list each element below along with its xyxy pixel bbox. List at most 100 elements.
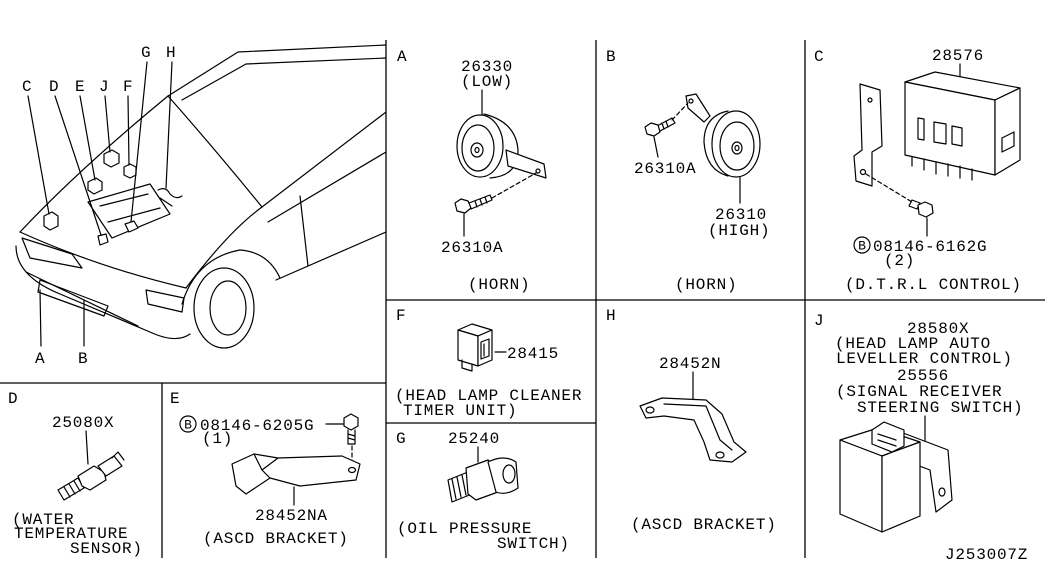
car-hood-left-edge [19, 95, 169, 233]
panel-caption: (D.T.R.L CONTROL) [845, 276, 1022, 294]
leader-line-e [79, 95, 96, 181]
part-number[interactable]: 25240 [448, 430, 500, 448]
bracket-plate [231, 453, 361, 495]
callout-f[interactable]: F [123, 78, 133, 96]
bolt-part-number[interactable]: 26310A [634, 160, 696, 178]
component-c-marker [43, 211, 59, 231]
car-beltline [267, 151, 387, 223]
horn-diaphragm-ring [461, 124, 495, 172]
leader-line [85, 430, 89, 465]
part-number[interactable]: 28452NA [255, 507, 328, 525]
callout-a[interactable]: A [35, 350, 45, 368]
panel-c: C 28576 B 08146-6162G (2) (D.T.R.L CONTR… [814, 47, 1022, 294]
bolt-symbol-circle [853, 236, 871, 254]
panel-caption: (ASCD BRACKET) [631, 516, 777, 534]
panel-letter: D [8, 390, 18, 408]
callout-d[interactable]: D [49, 78, 59, 96]
bracket-hole [645, 406, 655, 414]
car-engine-outline [87, 183, 171, 239]
car-wheel-rim [209, 280, 247, 336]
bracket-fold-line [663, 403, 733, 451]
panel-caption-line: TEMPERATURE [14, 525, 128, 543]
assembly-dashed-line [491, 172, 537, 199]
car-lower-bumper [25, 271, 139, 327]
panel-j: J 28580X (HEAD LAMP AUTO LEVELLER CONTRO… [814, 312, 1027, 564]
bolt-shank [347, 429, 356, 445]
callout-e[interactable]: E [75, 78, 85, 96]
panel-d: D 25080X (WATER TEMPERATURE SENSOR) [8, 390, 142, 558]
part-number[interactable]: 25556 [897, 367, 949, 385]
car-roof-edge [167, 44, 387, 97]
callout-b[interactable]: B [78, 350, 88, 368]
bolt-head [644, 122, 661, 137]
panel-caption: (ASCD BRACKET) [203, 530, 349, 548]
horn-center-cap [731, 141, 743, 155]
panel-caption-line: (OIL PRESSURE [397, 520, 532, 538]
unit-connector [917, 117, 963, 147]
unit-side-detail [1001, 131, 1015, 153]
bracket-hole [859, 168, 867, 176]
leader-line-h [165, 61, 173, 189]
leader-line-f [127, 95, 130, 166]
bolt-head [343, 413, 359, 431]
panel-b: B 26310A 26310 (HIGH) (HORN) [606, 48, 770, 294]
bolt-part-number[interactable]: 26310A [441, 239, 503, 257]
bolt-part-number[interactable]: 08146-6205G [200, 417, 314, 435]
panel-dividers [0, 40, 1045, 558]
panel-e: E B 08146-6205G (1) 28452NA (ASCD BRACKE… [170, 390, 361, 548]
component-h-harness [157, 188, 183, 207]
bracket-plate [639, 397, 747, 463]
component-e-marker [87, 177, 103, 195]
car-cowl-line [167, 95, 263, 208]
part-number[interactable]: 28580X [907, 320, 969, 338]
bolt-head [917, 201, 934, 218]
car-a-pillar [261, 111, 387, 208]
part-number[interactable]: 28576 [932, 47, 984, 65]
part-number[interactable]: 28415 [507, 345, 559, 363]
part-number[interactable]: 25080X [52, 414, 114, 432]
bolt-shank [908, 199, 921, 210]
dtrl-control-unit-drawing [853, 71, 1021, 187]
bolt-part-number[interactable]: 08146-6162G [873, 238, 987, 256]
panel-caption-line: (WATER [12, 511, 74, 529]
bolt-drawing [908, 199, 934, 218]
leader-line-j [104, 95, 111, 153]
panel-caption: (HORN) [675, 276, 737, 294]
bracket-fold-line [253, 453, 279, 479]
panel-caption-line: TIMER UNIT) [403, 402, 517, 420]
bolt-symbol: B [184, 418, 192, 433]
callout-c[interactable]: C [22, 78, 32, 96]
horn-body [483, 113, 519, 179]
bolt-drawing [454, 194, 493, 214]
callout-j[interactable]: J [99, 78, 109, 96]
module-side-face [881, 441, 921, 533]
part-number[interactable]: 28452N [659, 355, 721, 373]
relay-side-face [477, 329, 493, 367]
car-headlight-left [21, 237, 83, 269]
panel-caption-line: (HEAD LAMP CLEANER [395, 387, 582, 405]
bracket-hole [715, 451, 725, 459]
module-connector-detail [877, 433, 897, 447]
part-number[interactable]: 26310 [715, 206, 767, 224]
part-number[interactable]: 26330 [461, 58, 513, 76]
car-wheel-arch [181, 249, 281, 305]
panel-letter: B [606, 48, 616, 66]
leader-line-a [39, 289, 42, 347]
panel-a: A 26330 (LOW) 26310A (HORN) [397, 48, 547, 294]
water-temp-sensor-drawing [57, 451, 125, 501]
callout-g[interactable]: G [141, 44, 151, 62]
car-door-line [299, 195, 309, 267]
panel-letter: A [397, 48, 407, 66]
bracket-hole [867, 97, 873, 103]
panel-letter: J [814, 312, 824, 330]
component-d-marker [97, 233, 109, 246]
car-grille [37, 279, 109, 317]
leader-line-g [130, 61, 148, 223]
panel-caption: (HORN) [468, 276, 530, 294]
horn-high-drawing [685, 93, 761, 178]
bolt-drawing [343, 413, 359, 445]
callout-h[interactable]: H [166, 44, 176, 62]
part-name-line: (SIGNAL RECEIVER [836, 383, 1002, 401]
